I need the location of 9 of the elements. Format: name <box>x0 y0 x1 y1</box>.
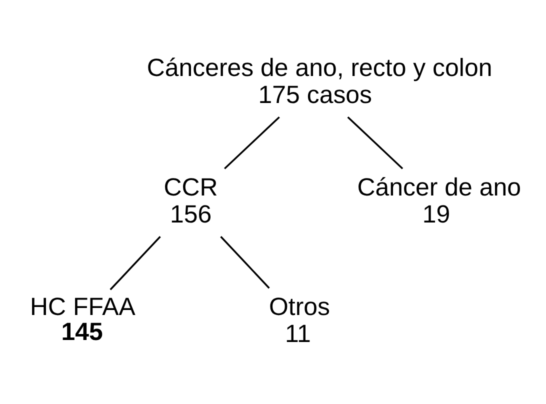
node-text: Cánceres de ano, recto y colon 175 casos <box>146 54 492 108</box>
connector <box>110 235 161 290</box>
node-text: Otros 11 <box>268 292 330 348</box>
node-text: Cáncer de ano 19 <box>357 173 521 228</box>
node-text: CCR 156 <box>164 173 218 228</box>
connector <box>347 116 404 169</box>
node-text: HC FFAA 145 <box>30 292 136 346</box>
connector <box>220 235 270 288</box>
connector <box>224 116 280 169</box>
